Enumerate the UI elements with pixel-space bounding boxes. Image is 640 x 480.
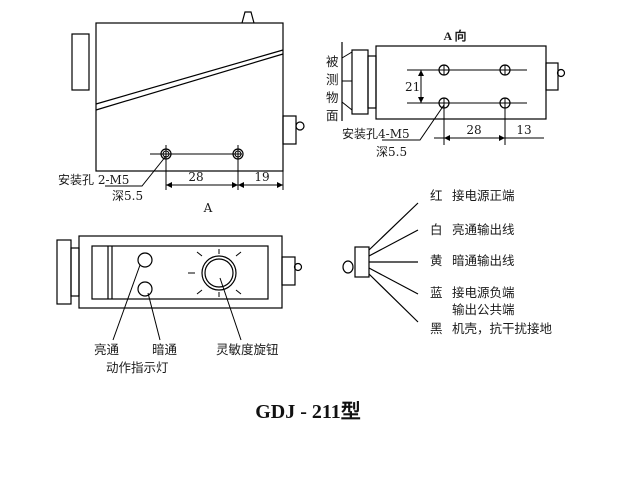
side-view-depth-label: 深5.5 bbox=[112, 189, 143, 203]
side-view: 安装孔 2-M5 深5.5 28 19 A bbox=[58, 11, 305, 215]
bright-indicator-label: 亮通 bbox=[94, 342, 120, 357]
a-view-body bbox=[375, 45, 547, 120]
a-view-lens-neck bbox=[367, 55, 377, 109]
model-title: GDJ - 211型 bbox=[255, 400, 361, 423]
a-view-dim-13: 13 bbox=[516, 123, 531, 137]
wire-white-desc: 亮通输出线 bbox=[452, 222, 515, 237]
cable-connector bbox=[354, 246, 370, 278]
front-view-body bbox=[78, 235, 283, 309]
dark-indicator-led bbox=[137, 281, 153, 297]
dark-indicator-label: 暗通 bbox=[152, 342, 178, 357]
a-view-depth-label: 深5.5 bbox=[376, 145, 407, 159]
wire-blue bbox=[368, 267, 419, 295]
side-view-top-tab bbox=[241, 11, 255, 24]
side-view-hole-leader bbox=[105, 155, 167, 187]
side-view-connector bbox=[282, 115, 297, 145]
knob-label: 灵敏度旋钮 bbox=[216, 342, 279, 357]
sensitivity-knob-outer[interactable] bbox=[201, 255, 237, 291]
wire-black bbox=[368, 273, 419, 323]
side-view-cable-end bbox=[295, 121, 305, 131]
side-view-hole-label: 安装孔 2-M5 bbox=[58, 172, 129, 187]
wire-black-desc: 机壳，抗干扰接地 bbox=[452, 321, 553, 336]
a-view-hole-crosses bbox=[439, 65, 510, 108]
wire-red-desc: 接电源正端 bbox=[452, 188, 515, 203]
side-view-lens-cap bbox=[71, 33, 90, 91]
bright-indicator-led bbox=[137, 252, 153, 268]
a-view-dim-21: 21 bbox=[405, 80, 420, 94]
wire-white-color: 白 bbox=[430, 222, 443, 237]
target-surface-char-2: 测 bbox=[326, 72, 339, 87]
wire-white bbox=[368, 229, 419, 257]
a-view-lens-cap bbox=[351, 49, 369, 115]
target-surface-char-3: 物 bbox=[326, 90, 339, 105]
front-view-panel bbox=[91, 245, 269, 300]
wire-red-color: 红 bbox=[430, 188, 443, 203]
a-view-hole-label: 安装孔4-M5 bbox=[342, 126, 410, 141]
a-view-cable-end bbox=[556, 68, 566, 78]
a-view-dim-28: 28 bbox=[466, 123, 481, 137]
target-surface-char-1: 被 bbox=[326, 54, 339, 69]
side-view-dim-28: 28 bbox=[188, 170, 203, 184]
wire-yellow-desc: 暗通输出线 bbox=[452, 253, 515, 268]
bright-indicator-leader bbox=[112, 264, 141, 341]
wire-blue-desc-2: 输出公共端 bbox=[452, 302, 515, 317]
sensitivity-knob-ticks bbox=[188, 249, 242, 297]
target-surface-hatch bbox=[341, 51, 353, 111]
side-view-body bbox=[95, 22, 284, 172]
knob-leader bbox=[219, 277, 242, 341]
side-view-dim-19: 19 bbox=[254, 170, 269, 184]
a-view-title: A 向 bbox=[443, 28, 466, 43]
front-view: 亮通 暗通 动作指示灯 灵敏度旋钮 bbox=[56, 235, 303, 375]
wire-blue-color: 蓝 bbox=[430, 285, 443, 300]
side-view-view-marker: A bbox=[203, 201, 213, 215]
cable-loop bbox=[342, 260, 354, 274]
target-surface-char-4: 面 bbox=[326, 108, 339, 123]
front-view-connector bbox=[281, 256, 296, 286]
wire-red bbox=[368, 202, 419, 251]
sensitivity-knob[interactable] bbox=[204, 258, 234, 288]
side-view-diagonal-lower bbox=[95, 53, 284, 111]
indicator-caption: 动作指示灯 bbox=[106, 360, 169, 375]
wire-blue-desc: 接电源负端 bbox=[452, 285, 515, 300]
a-view: A 向 被 测 物 面 21 28 13 安装孔4-M5 深5.5 bbox=[326, 28, 566, 159]
front-view-lens-neck bbox=[70, 247, 80, 297]
a-view-hole-leader bbox=[382, 104, 445, 141]
a-view-connector bbox=[545, 62, 559, 91]
front-view-cable-end bbox=[293, 262, 303, 272]
wire-black-color: 黑 bbox=[430, 321, 443, 336]
wiring-diagram: 红 接电源正端 白 亮通输出线 黄 暗通输出线 蓝 接电源负端 输出公共端 黑 … bbox=[342, 188, 553, 336]
side-view-diagonal-upper bbox=[95, 49, 284, 105]
dark-indicator-leader bbox=[147, 292, 161, 341]
wire-yellow-color: 黄 bbox=[430, 253, 443, 268]
front-view-lens-cap bbox=[56, 239, 72, 305]
